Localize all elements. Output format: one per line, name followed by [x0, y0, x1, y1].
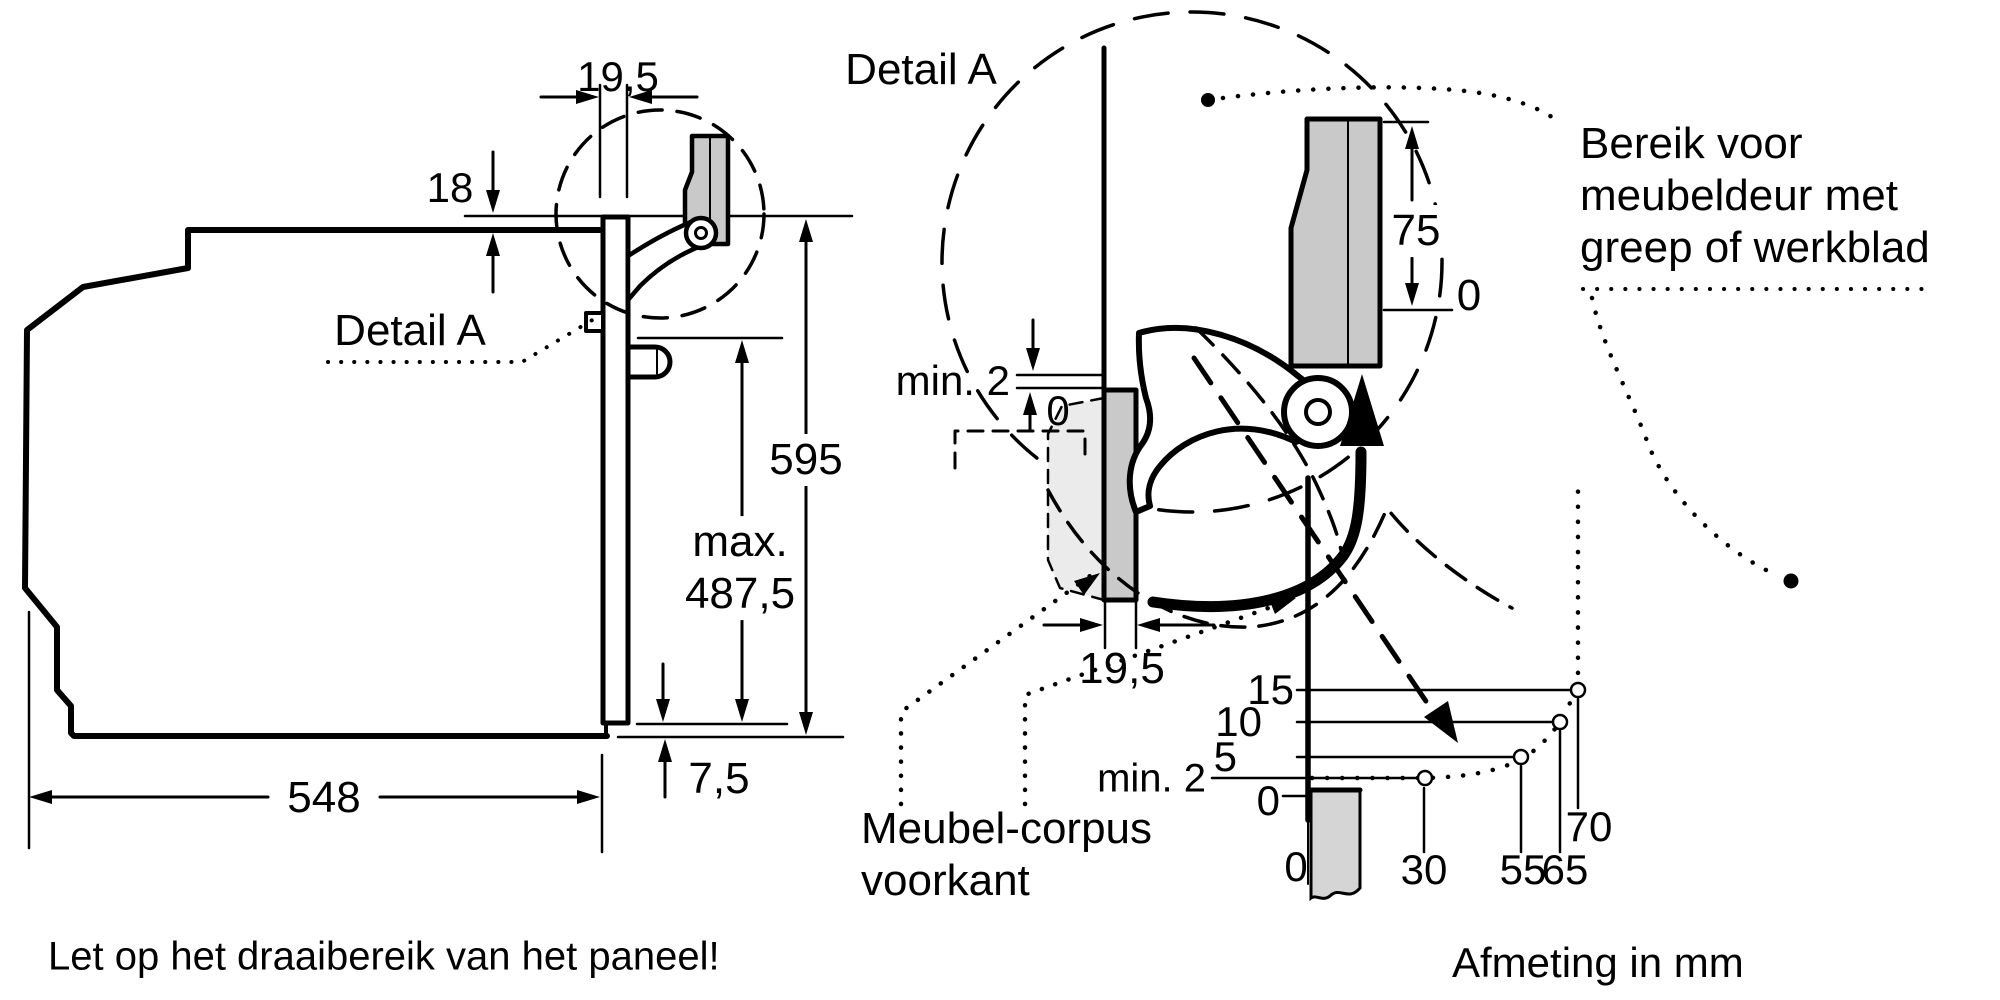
detail-a-label-left: Detail A: [334, 306, 486, 356]
callout-door-range: Bereik voor meubeldeur met greep of werk…: [1580, 119, 1930, 272]
detail-dimension-arrows: [1023, 126, 1458, 743]
corpus-leader-1: [898, 573, 1093, 807]
dim-0-detail: 0: [1046, 387, 1070, 435]
chart-dotted-curve: [1309, 691, 1576, 781]
data-point-70-15: [1569, 681, 1587, 699]
dim-7-5: 7,5: [688, 754, 750, 804]
chart-y-0: 0: [1256, 777, 1280, 825]
dim-18: 18: [426, 164, 474, 212]
bereik-leader-top: [1205, 85, 1563, 126]
chart-x-70: 70: [1565, 803, 1613, 851]
mount-tab: [584, 311, 605, 333]
bereik-leader-down: [1589, 295, 1773, 575]
oven-side-view: [22, 108, 854, 739]
swing-pointer-dashed: [1191, 355, 1443, 725]
detail-circle-large: [940, 10, 1444, 514]
hinge-arm-large: [1126, 325, 1331, 515]
dim-595: 595: [764, 434, 848, 486]
chart-corpus-section: [1309, 788, 1362, 902]
clearance-chart: [1210, 475, 1587, 902]
chart-y-min2: min. 2: [1097, 756, 1206, 801]
chart-y-5: 5: [1213, 733, 1237, 781]
detail-a-leader-left: [326, 317, 596, 364]
dotted-leaders: [898, 85, 1932, 807]
chart-unit-note: Afmeting in mm: [1452, 939, 1744, 987]
data-point-30-min2: [1416, 769, 1434, 787]
dim-0-range: 0: [1456, 271, 1482, 321]
detail-a-view: [940, 10, 1514, 725]
detail-a-title: Detail A: [845, 45, 997, 95]
dim-75: 75: [1386, 205, 1446, 257]
oven-dimension-arrows: [27, 83, 813, 854]
note-swivel-range: Let op het draaibereik van het paneel!: [48, 934, 720, 979]
door-zero-position-dashed: [953, 429, 1087, 470]
open-direction-arrow-tail: [1147, 446, 1367, 613]
chart-y-15: 15: [1247, 666, 1294, 714]
oven-body-outline: [22, 227, 610, 739]
data-point-55-5: [1512, 748, 1530, 766]
chart-y-10: 10: [1215, 698, 1262, 746]
chart-x-55: 55: [1499, 846, 1547, 894]
detail-circle-small: [554, 108, 766, 320]
dim-548: 548: [282, 772, 366, 824]
dim-min-2-detail: min. 2: [895, 357, 1010, 405]
oven-front-frame: [600, 214, 631, 726]
chart-x-30: 30: [1400, 846, 1448, 894]
dim-19-5-left: 19,5: [577, 53, 659, 101]
door-handle-knob: [625, 344, 673, 380]
dim-19-5-detail: 19,5: [1079, 644, 1165, 694]
furniture-door-open: [1288, 116, 1383, 369]
corpus-leader-2: [1022, 598, 1291, 807]
dim-max-487-5: max. 487,5: [679, 516, 801, 620]
data-point-65-10: [1551, 713, 1569, 731]
chart-x-65: 65: [1541, 846, 1589, 894]
door-swing-arc-inner: [1194, 326, 1343, 552]
chart-x-0: 0: [1284, 843, 1308, 891]
door-swing-arc-outer: [1046, 488, 1514, 629]
callout-corpus-front: Meubel-corpus voorkant: [861, 804, 1153, 905]
